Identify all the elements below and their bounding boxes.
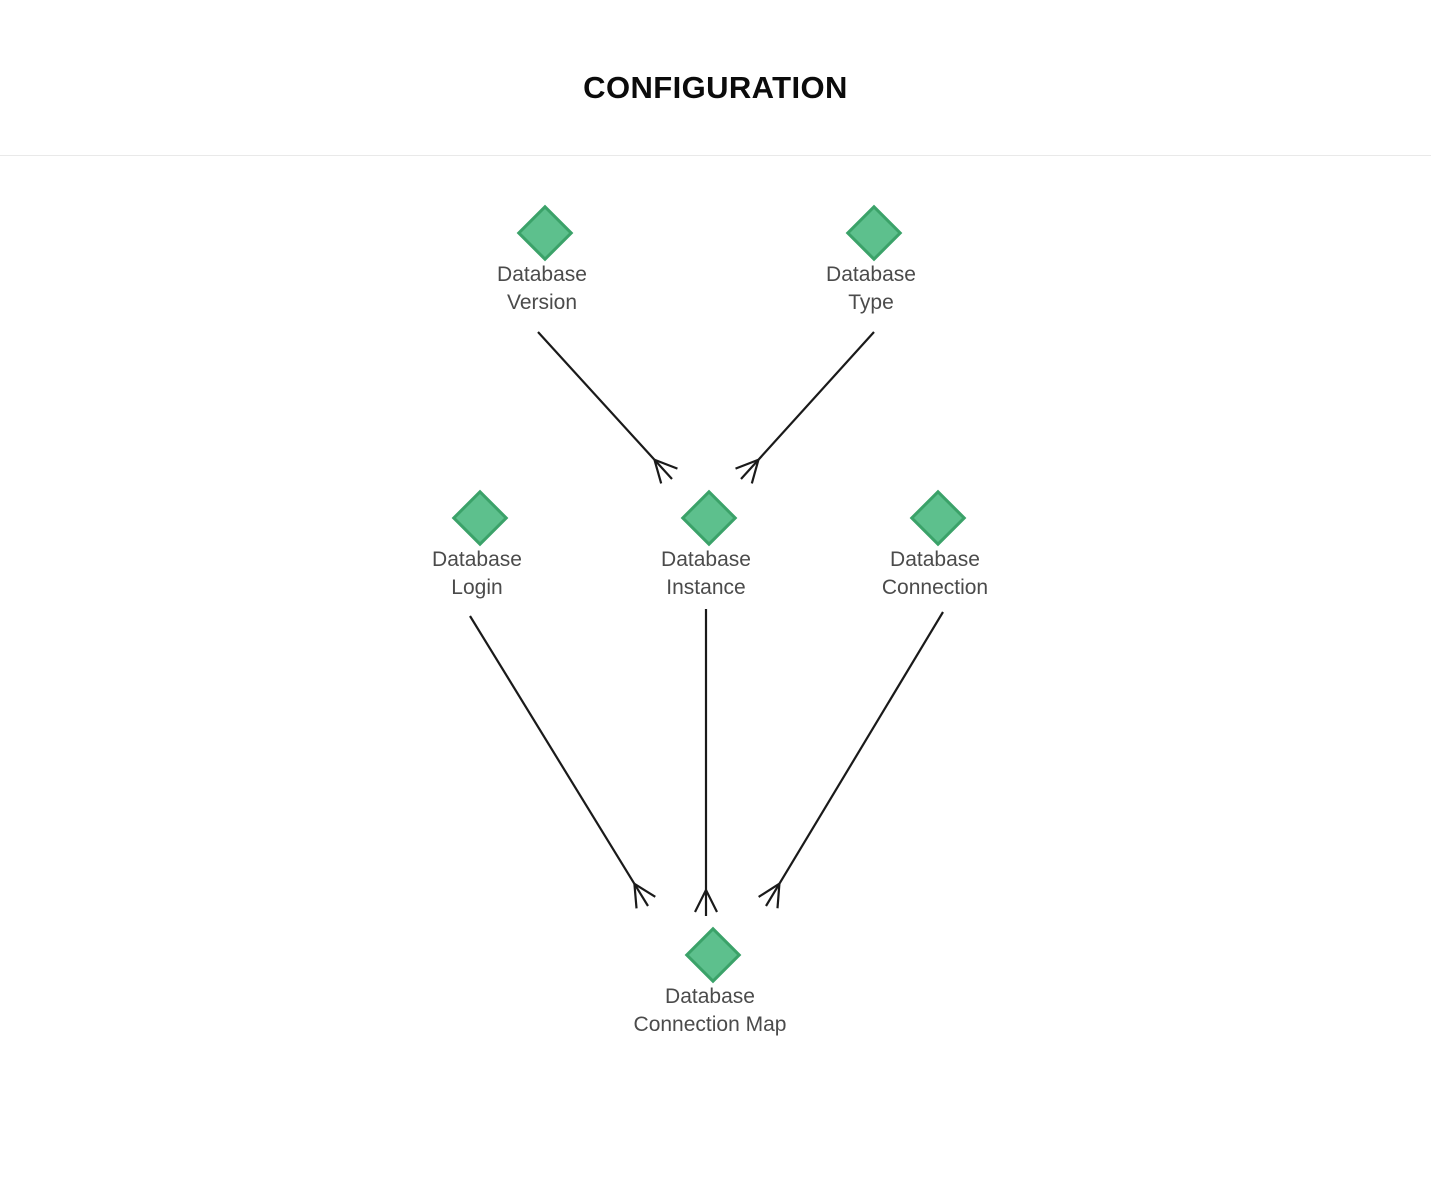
arrowhead-prong-right (633, 882, 656, 898)
node-database-version[interactable]: Database Version (422, 204, 662, 317)
diamond-shape (684, 926, 742, 984)
node-database-connection[interactable]: Database Connection (815, 489, 1055, 602)
diamond-icon (815, 489, 1055, 547)
arrowhead-stem (633, 883, 649, 907)
edges-group (469, 331, 944, 916)
edge-edge-type-to-instance (735, 331, 875, 484)
node-database-type[interactable]: Database Type (751, 204, 991, 317)
page-header: CONFIGURATION (0, 0, 1431, 156)
node-label: Database Connection Map (633, 985, 787, 1036)
arrowhead-stem (765, 883, 781, 907)
node-label: Database Version (497, 263, 587, 314)
arrowhead-prong-right (776, 883, 781, 909)
arrowhead-prong-left (633, 883, 638, 909)
arrowhead-prong-left (758, 882, 780, 898)
diamond-icon (357, 489, 597, 547)
arrowhead-prong-left (735, 458, 759, 470)
arrowhead-stem (740, 458, 760, 480)
edge-edge-version-to-instance (537, 331, 678, 484)
edge-edge-instance-to-map (694, 609, 718, 916)
arrowhead-stem (653, 459, 673, 480)
node-label: Database Connection (881, 548, 989, 599)
arrowhead-prong-left (653, 459, 663, 484)
page-title: CONFIGURATION (583, 70, 848, 105)
arrowhead-prong-right (750, 459, 760, 484)
edge-edge-login-to-map (469, 615, 656, 909)
node-label: Database Login (432, 548, 522, 599)
arrowhead-prong-right (705, 889, 718, 913)
node-label: Database Type (826, 263, 916, 314)
diamond-icon (586, 489, 826, 547)
edge-edge-connection-to-map (758, 611, 944, 909)
diamond-shape (680, 489, 738, 547)
diagram-edges-layer (469, 331, 944, 916)
edge-line (469, 615, 636, 885)
node-database-login[interactable]: Database Login (357, 489, 597, 602)
diamond-icon (751, 204, 991, 262)
edge-line (778, 611, 944, 885)
arrowhead-prong-right (654, 458, 678, 470)
node-database-connection-map[interactable]: Database Connection Map (590, 926, 830, 1039)
node-label: Database Instance (661, 548, 751, 599)
diamond-shape (516, 204, 574, 262)
edge-line (537, 331, 656, 461)
node-database-instance[interactable]: Database Instance (586, 489, 826, 602)
diamond-icon (422, 204, 662, 262)
diamond-shape (909, 489, 967, 547)
diamond-icon (590, 926, 830, 984)
diamond-shape (845, 204, 903, 262)
arrowhead-prong-left (694, 889, 707, 913)
diamond-shape (451, 489, 509, 547)
edge-line (757, 331, 875, 461)
